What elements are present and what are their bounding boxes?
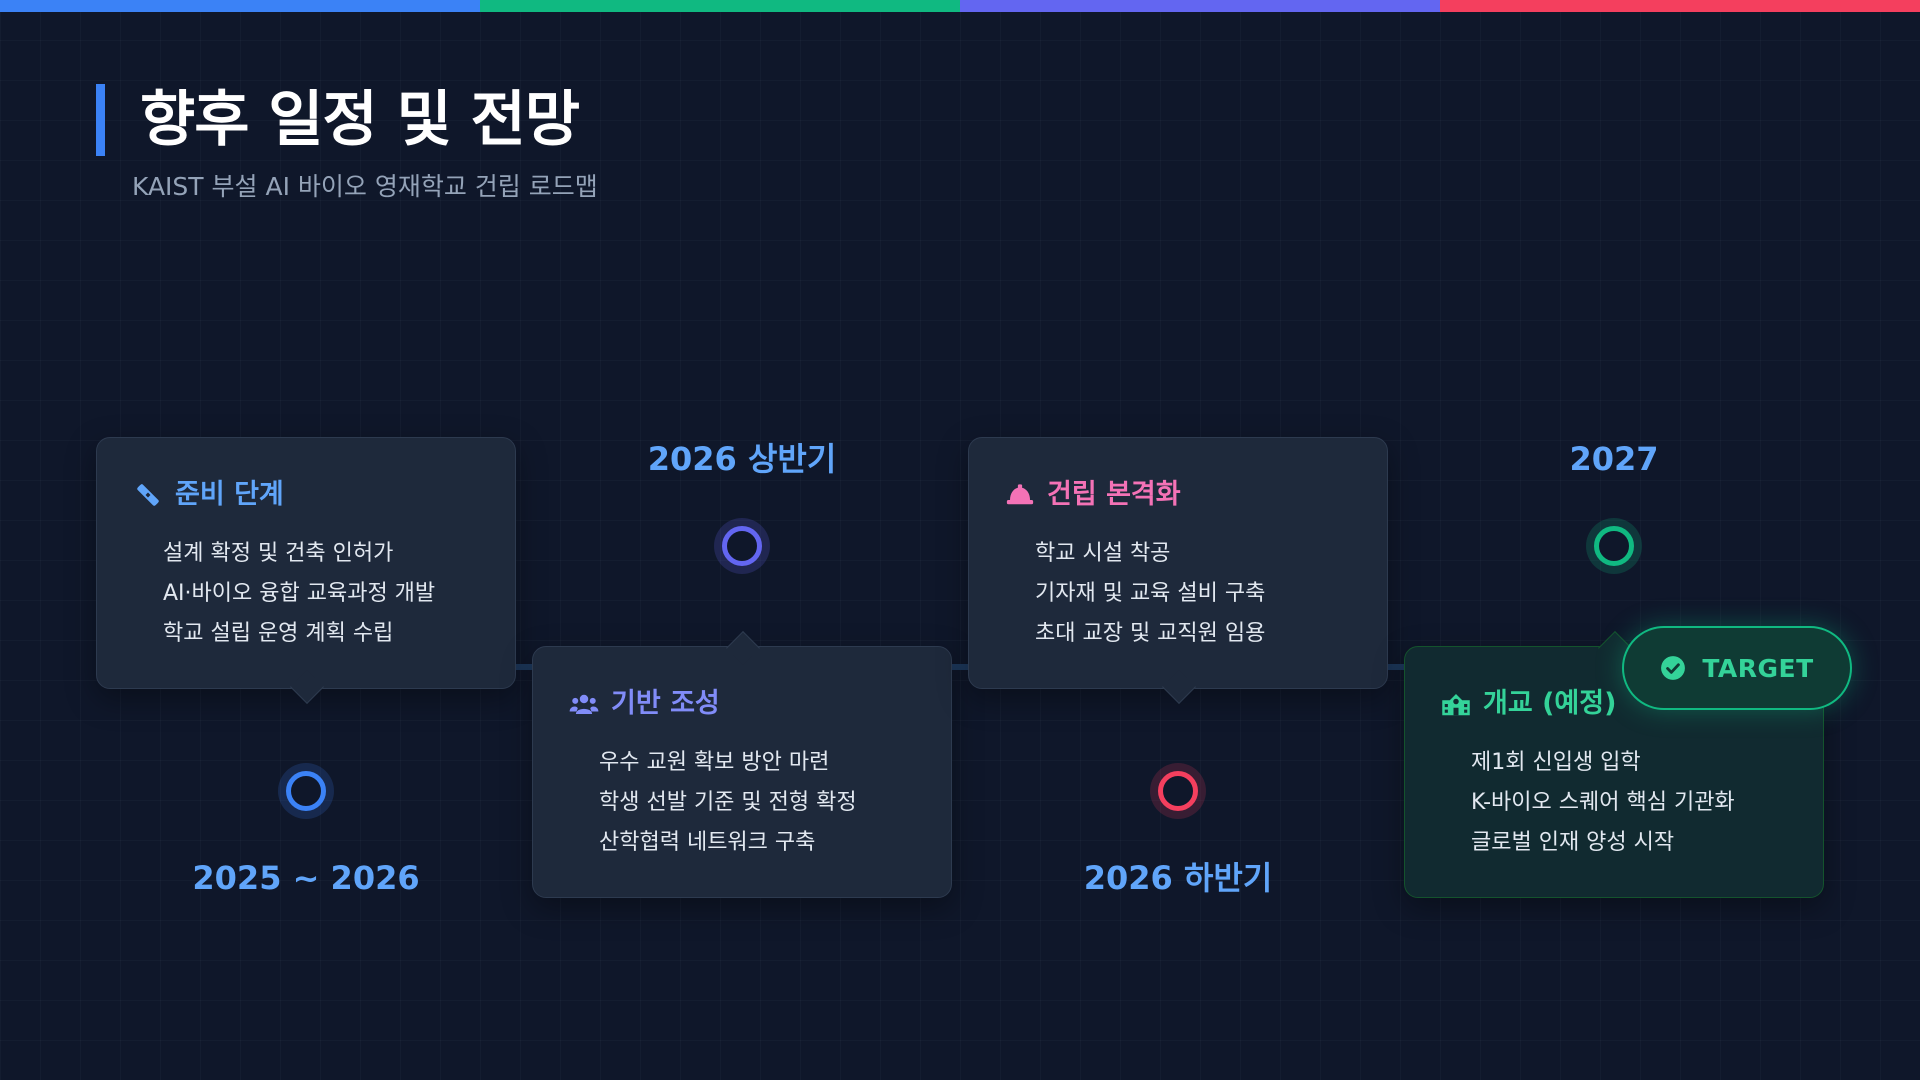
stage-item: 기자재 및 교육 설비 구축 — [1035, 581, 1266, 606]
target-label: TARGET — [1702, 653, 1814, 683]
stage-item: 학교 시설 착공 — [1035, 541, 1171, 566]
timeline-node-3 — [1150, 763, 1206, 819]
stage-title: 건립 본격화 — [1047, 479, 1181, 510]
timeline-node-4 — [1586, 518, 1642, 574]
timeline-node-1 — [278, 763, 334, 819]
stage-item-list: 제1회 신입생 입학 K-바이오 스퀘어 핵심 기관화 글로벌 인재 양성 시작 — [1471, 743, 1735, 863]
stage-item: 학생 선발 기준 및 전형 확정 — [599, 790, 857, 815]
pencil-ruler-icon — [137, 484, 159, 506]
page-title: 향후 일정 및 전망 — [140, 85, 580, 155]
period-label-3: 2026 하반기 — [1083, 859, 1273, 897]
period-label-2: 2026 상반기 — [647, 440, 837, 478]
period-label-1: 2025 ~ 2026 — [192, 859, 420, 897]
stage-item: 설계 확정 및 건축 인허가 — [163, 541, 394, 566]
card-pointer — [726, 631, 760, 665]
stage-item-list: 설계 확정 및 건축 인허가 AI·바이오 융합 교육과정 개발 학교 설립 운… — [163, 534, 435, 654]
stage-title: 준비 단계 — [175, 479, 284, 510]
card-pointer — [290, 670, 324, 704]
school-icon — [1442, 694, 1470, 716]
title-accent-bar — [96, 84, 105, 156]
card-pointer — [1162, 670, 1196, 704]
stage-item: 학교 설립 운영 계획 수립 — [163, 621, 394, 646]
stage-item: AI·바이오 융합 교육과정 개발 — [163, 581, 436, 606]
stage-item: 초대 교장 및 교직원 임용 — [1035, 621, 1266, 646]
page-subtitle: KAIST 부설 AI 바이오 영재학교 건립 로드맵 — [132, 172, 598, 201]
target-badge: TARGET — [1622, 626, 1852, 710]
top-color-bar — [0, 0, 1920, 12]
stage-item: 글로벌 인재 양성 시작 — [1471, 830, 1675, 855]
stage-item: K-바이오 스퀘어 핵심 기관화 — [1471, 790, 1735, 815]
stage-item-list: 학교 시설 착공 기자재 및 교육 설비 구축 초대 교장 및 교직원 임용 — [1035, 534, 1265, 654]
stage-card-construction: 건립 본격화 학교 시설 착공 기자재 및 교육 설비 구축 초대 교장 및 교… — [968, 437, 1388, 704]
check-circle-icon — [1661, 656, 1686, 680]
stage-item: 우수 교원 확보 방안 마련 — [599, 750, 830, 775]
top-bar-segment-2 — [480, 0, 960, 12]
hard-hat-icon — [1006, 484, 1034, 505]
stage-item: 제1회 신입생 입학 — [1471, 750, 1641, 775]
stage-item: 산학협력 네트워크 구축 — [599, 830, 816, 855]
stage-item-list: 우수 교원 확보 방안 마련 학생 선발 기준 및 전형 확정 산학협력 네트워… — [599, 743, 857, 863]
period-label-4: 2027 — [1569, 440, 1659, 478]
timeline-node-2 — [714, 518, 770, 574]
stage-card-preparation: 준비 단계 설계 확정 및 건축 인허가 AI·바이오 융합 교육과정 개발 학… — [96, 437, 516, 704]
stage-title: 기반 조성 — [611, 688, 720, 719]
timeline-axis — [96, 664, 1824, 670]
stage-card-foundation: 기반 조성 우수 교원 확보 방안 마련 학생 선발 기준 및 전형 확정 산학… — [532, 631, 952, 898]
top-bar-segment-1 — [0, 0, 480, 12]
top-bar-segment-4 — [1440, 0, 1920, 12]
top-bar-segment-3 — [960, 0, 1440, 12]
users-icon — [569, 694, 599, 714]
stage-title: 개교 (예정) — [1483, 688, 1617, 719]
